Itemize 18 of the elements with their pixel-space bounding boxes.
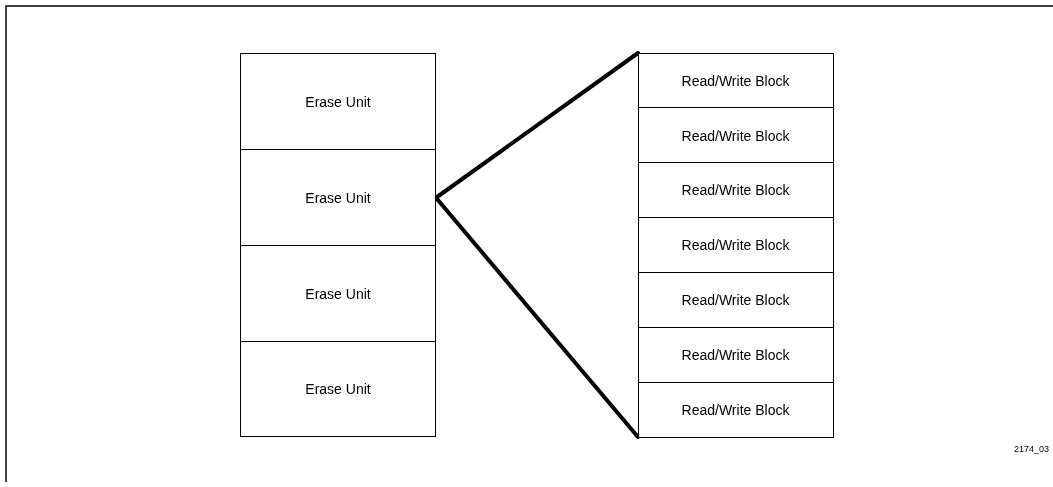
box-label: Erase Unit: [305, 285, 371, 302]
box-label: Read/Write Block: [681, 401, 790, 418]
erase-unit-box: [240, 245, 436, 343]
box-label: Read/Write Block: [681, 346, 790, 363]
connector-line: [434, 195, 640, 439]
box-label: Read/Write Block: [681, 182, 790, 199]
box-label: Erase Unit: [305, 381, 371, 397]
figure-number: 2174_03: [1014, 444, 1050, 454]
connector-line: [434, 51, 640, 200]
erase-unit-box: [240, 53, 436, 151]
box-label: Read/Write Block: [681, 127, 790, 144]
box-label: Read/Write Block: [681, 237, 790, 254]
box-label: Read/Write Block: [681, 72, 790, 89]
box-label: Erase Unit: [305, 189, 371, 206]
erase-unit-box: [240, 149, 436, 247]
erase-unit-box: [240, 341, 436, 437]
box-label: Erase Unit: [305, 93, 371, 110]
box-label: Read/Write Block: [681, 292, 790, 309]
